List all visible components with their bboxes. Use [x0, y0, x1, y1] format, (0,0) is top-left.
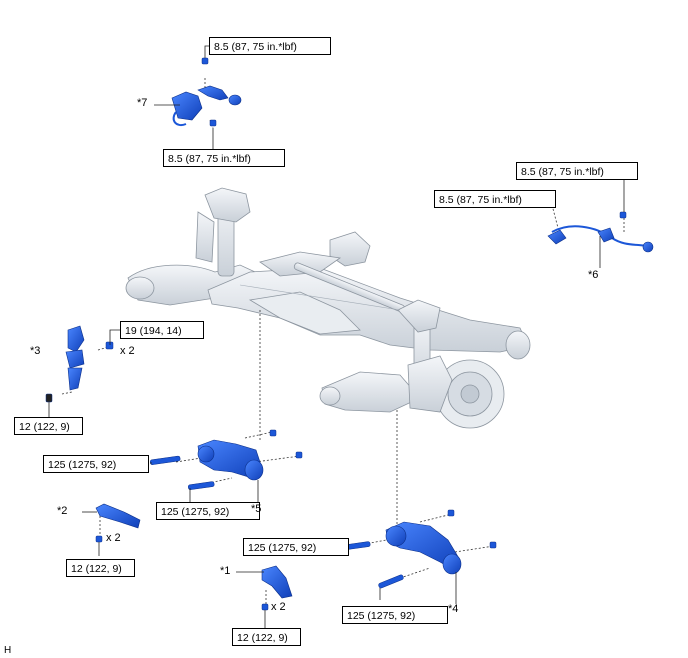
- torque-spec-bracket3-nut: 12 (122, 9): [14, 417, 83, 435]
- corner-code: H: [4, 645, 12, 656]
- alignment-dashed-lines: [61, 78, 625, 606]
- quantity-stabilizer-bolts: x 2: [271, 601, 286, 613]
- torque-spec-upper-arm-rear: 125 (1275, 92): [156, 502, 260, 520]
- torque-spec-stabilizer-link: 12 (122, 9): [232, 628, 301, 646]
- torque-spec-sensor7-upper: 8.5 (87, 75 in.*lbf): [209, 37, 331, 55]
- torque-spec-bracket3-bolt: 19 (194, 14): [120, 321, 204, 339]
- torque-spec-sensor6-upper: 8.5 (87, 75 in.*lbf): [516, 162, 638, 180]
- callout-part-1: *1: [220, 565, 231, 577]
- callout-part-2: *2: [57, 505, 68, 517]
- lower-arm-4: [385, 521, 462, 575]
- toe-link-2: [95, 503, 141, 529]
- upper-arm-5: [197, 439, 264, 481]
- stabilizer-link-1: [261, 565, 293, 599]
- speed-sensor-6: [547, 225, 654, 253]
- callout-part-7: *7: [137, 97, 148, 109]
- torque-spec-sensor6-lower: 8.5 (87, 75 in.*lbf): [434, 190, 556, 208]
- fasteners: [45, 57, 627, 611]
- quantity-toe-link-bolts: x 2: [106, 532, 121, 544]
- speed-sensor-7: [171, 85, 242, 126]
- torque-spec-sensor7-lower: 8.5 (87, 75 in.*lbf): [163, 149, 285, 167]
- callout-part-5: *5: [251, 503, 262, 515]
- callout-part-4: *4: [448, 603, 459, 615]
- callout-part-3: *3: [30, 345, 41, 357]
- torque-spec-lower-arm-rear: 125 (1275, 92): [342, 606, 448, 624]
- callout-part-6: *6: [588, 269, 599, 281]
- bracket-3: [65, 325, 85, 391]
- torque-spec-toe-link: 12 (122, 9): [66, 559, 135, 577]
- torque-spec-upper-arm-front: 125 (1275, 92): [43, 455, 149, 473]
- torque-spec-lower-arm-front: 125 (1275, 92): [243, 538, 349, 556]
- rear-suspension-member: [125, 187, 531, 429]
- quantity-bracket3-bolts: x 2: [120, 345, 135, 357]
